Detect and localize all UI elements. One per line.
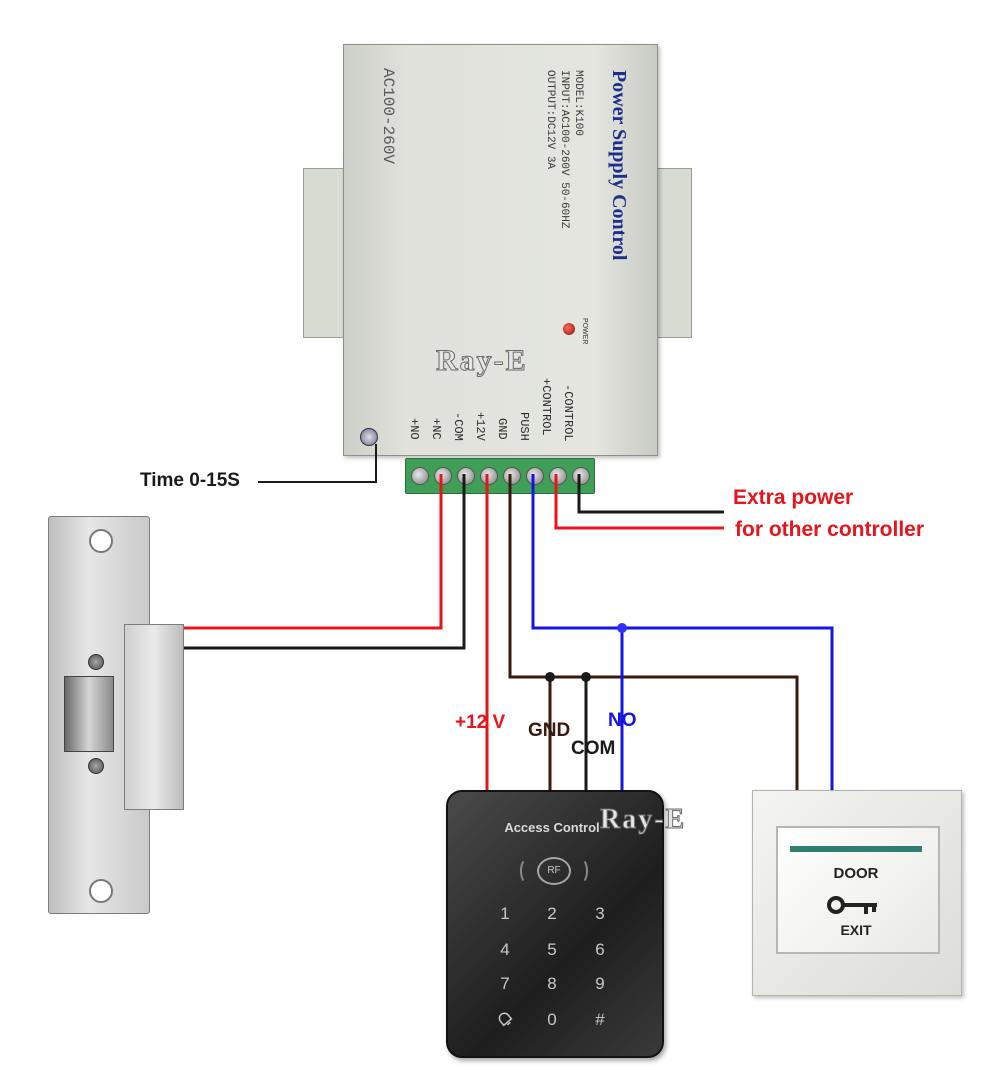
watermark-bottom: Ray-E: [599, 804, 687, 836]
wire-plus-control-red: [554, 474, 724, 530]
terminal-block: [405, 458, 595, 494]
key-4[interactable]: 4: [500, 940, 510, 959]
screw-icon: [480, 467, 498, 485]
wire-minus-control-black: [577, 474, 724, 514]
bell-key-icon[interactable]: [490, 1010, 520, 1033]
key-3[interactable]: 3: [595, 904, 605, 923]
wire-gnd-brown: [508, 474, 799, 790]
key-9[interactable]: 9: [595, 974, 605, 993]
power-supply-box: [343, 44, 658, 456]
exit-button-stripe: [790, 846, 922, 852]
watermark-top: Ray-E: [436, 344, 528, 378]
junction-no: [617, 623, 627, 633]
screw-icon: [457, 467, 475, 485]
psu-mount-ear-left: [303, 168, 349, 338]
key-5[interactable]: 5: [547, 940, 557, 959]
screw-icon: [88, 758, 104, 774]
rf-wave-icon: [520, 858, 534, 884]
screw-icon: [572, 467, 590, 485]
screw-icon: [88, 654, 104, 670]
screw-icon: [411, 467, 429, 485]
screw-icon: [526, 467, 544, 485]
key-2[interactable]: 2: [547, 904, 557, 923]
extra-power-label-2: for other controller: [735, 518, 925, 541]
timer-potentiometer-icon: [360, 428, 378, 446]
lock-body: [124, 624, 184, 810]
screw-icon: [434, 467, 452, 485]
key-icon: [826, 893, 886, 917]
key-0[interactable]: 0: [547, 1010, 557, 1029]
key-6[interactable]: 6: [595, 940, 605, 959]
com-label: COM: [571, 738, 616, 759]
lock-latch: [64, 676, 114, 752]
key-1[interactable]: 1: [500, 904, 510, 923]
rf-wave-icon: [574, 858, 588, 884]
power-led-icon: [563, 323, 575, 335]
key-8[interactable]: 8: [547, 974, 557, 993]
key-7[interactable]: 7: [500, 974, 510, 993]
mounting-hole-icon: [89, 879, 113, 903]
exit-exit-label: EXIT: [840, 922, 872, 938]
junction-com: [581, 672, 591, 682]
plus12v-label: +12 V: [455, 712, 506, 733]
extra-power-label-1: Extra power: [733, 486, 854, 509]
wire-nc-red: [182, 474, 443, 630]
mounting-hole-icon: [89, 529, 113, 553]
junction-gnd: [545, 672, 555, 682]
access-control-keypad: [446, 790, 664, 1058]
screw-icon: [503, 467, 521, 485]
wire-com-black: [182, 474, 466, 650]
time-leader-line: [258, 444, 377, 483]
keypad-title: Access Control: [504, 820, 600, 835]
wire-push-blue: [531, 474, 834, 790]
no-label: NO: [608, 710, 637, 731]
screw-icon: [549, 467, 567, 485]
exit-door-label: DOOR: [833, 865, 879, 882]
time-label: Time 0-15S: [140, 470, 240, 491]
rf-icon: RF: [537, 857, 571, 885]
gnd-label: GND: [528, 720, 571, 741]
key-hash[interactable]: #: [595, 1010, 605, 1029]
